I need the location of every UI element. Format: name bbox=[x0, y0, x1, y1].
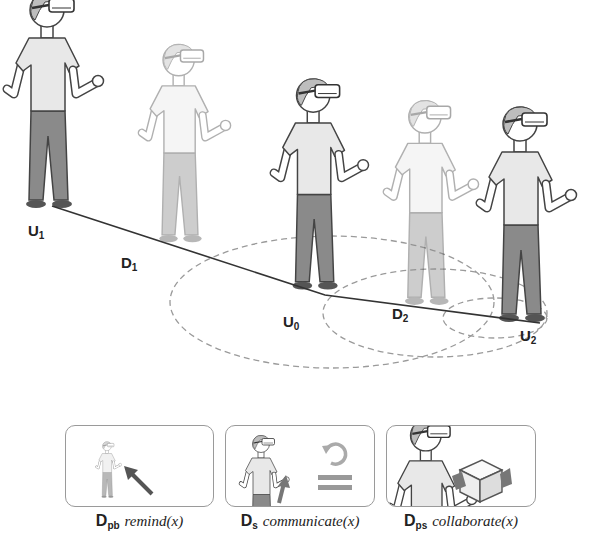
distance-symbol: Dpb bbox=[96, 512, 120, 529]
distance-symbol: Ds bbox=[241, 512, 258, 529]
scenario-panel: Dpbremind(x) bbox=[65, 425, 214, 507]
panel-caption: Dpb remind(x) bbox=[46, 512, 233, 530]
function-name: collaborate(x) bbox=[432, 513, 518, 529]
position-label: U0 bbox=[283, 313, 299, 330]
panel-caption: Ds communicate(x) bbox=[206, 512, 394, 530]
position-label: D2 bbox=[392, 305, 408, 322]
position-label: D1 bbox=[121, 254, 137, 271]
distance-symbol: Dps bbox=[404, 512, 427, 529]
function-name: communicate(x) bbox=[263, 513, 360, 529]
scenario-panel: Dpscollaborate(x) bbox=[386, 425, 536, 507]
scenario-panel: Dscommunicate(x) bbox=[225, 425, 375, 507]
function-name: remind(x) bbox=[125, 513, 184, 529]
position-label: U1 bbox=[28, 222, 44, 239]
panel-caption: Dps collaborate(x) bbox=[367, 512, 555, 530]
position-label: U2 bbox=[520, 327, 536, 344]
